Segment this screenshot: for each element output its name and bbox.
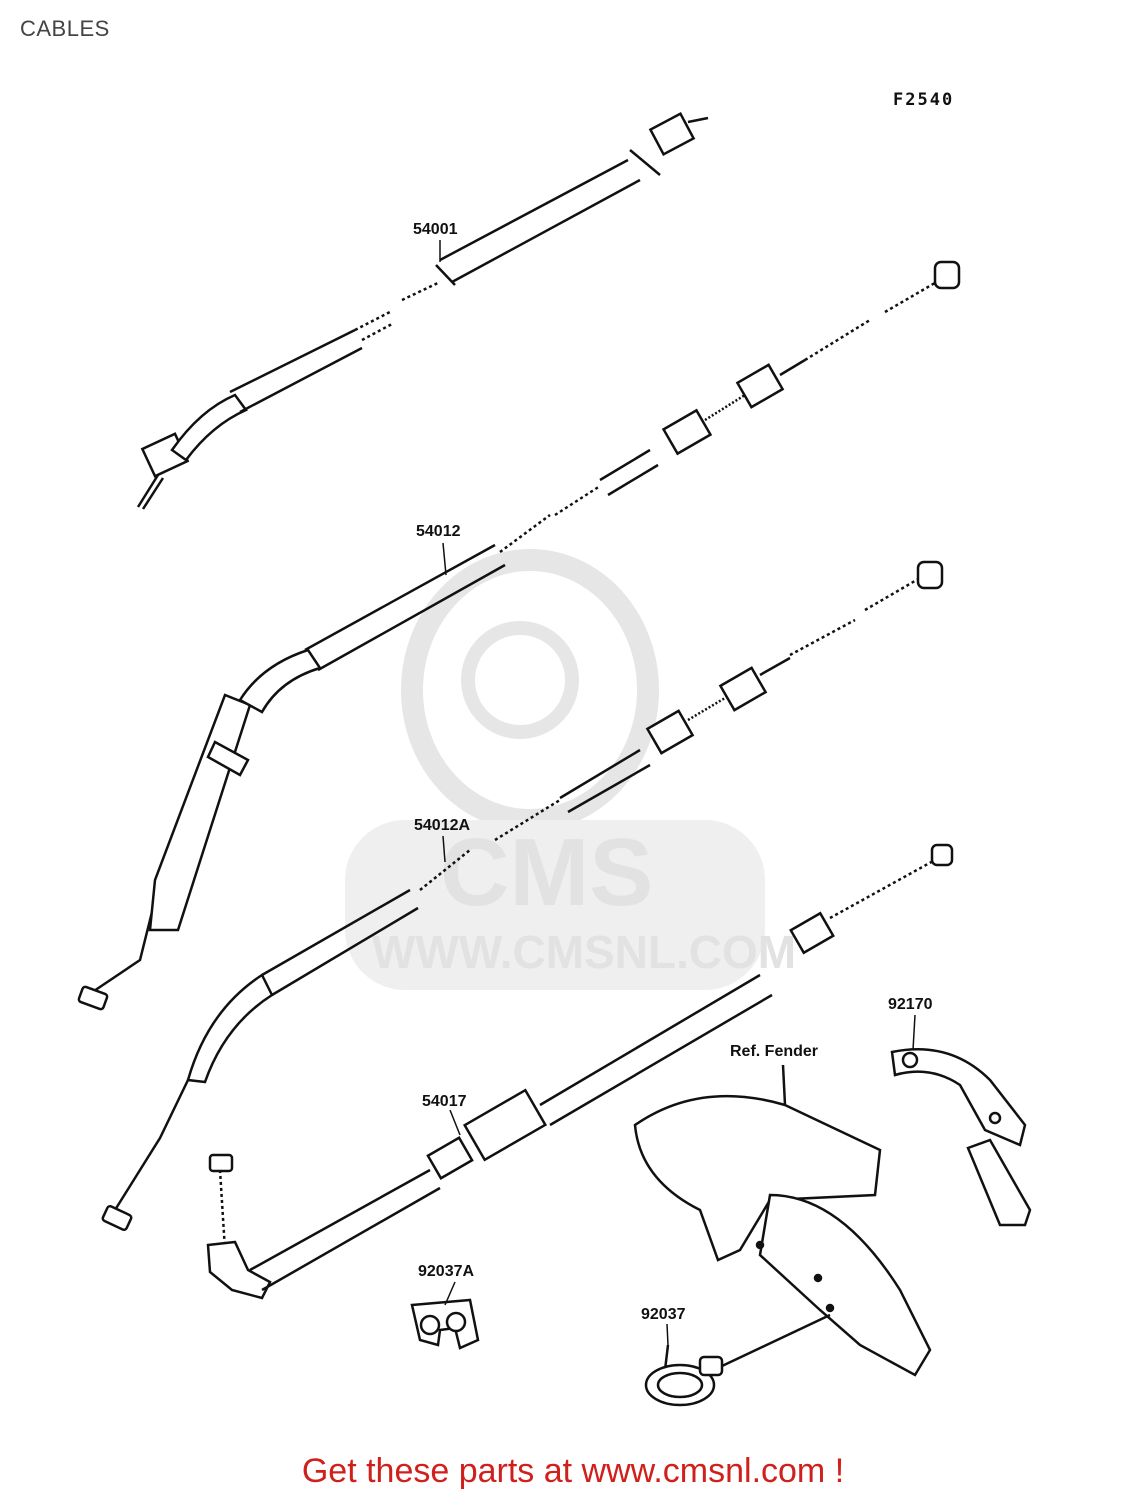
page-title: CABLES — [20, 16, 110, 41]
part-label-54001: 54001 — [413, 221, 458, 238]
part-label-54012a: 54012A — [414, 817, 471, 834]
cable-54017 — [206, 843, 954, 1300]
cable-54001 — [136, 111, 709, 510]
part-label-92170: 92170 — [888, 996, 933, 1013]
cms-watermark: CMS WWW.CMSNL.COM — [345, 549, 796, 990]
grommet-92037 — [644, 1313, 831, 1407]
leader-lines — [439, 240, 916, 1346]
part-label-54012: 54012 — [416, 523, 461, 540]
watermark-url: WWW.CMSNL.COM — [372, 926, 796, 978]
part-label-92037: 92037 — [641, 1306, 686, 1323]
cable-54012 — [77, 260, 961, 1011]
part-label-54017: 54017 — [422, 1093, 467, 1110]
footer-cta-link[interactable]: Get these parts at www.cmsnl.com ! — [301, 1452, 845, 1490]
ref-fender-label: Ref. Fender — [730, 1043, 819, 1060]
part-label-92037a: 92037A — [418, 1263, 475, 1280]
clamp-92037a — [410, 1298, 480, 1350]
front-fender — [633, 1064, 932, 1377]
watermark-brand: CMS — [440, 819, 653, 926]
bracket-92170 — [890, 1048, 1032, 1227]
cable-54012a — [101, 560, 944, 1232]
figure-code: F2540 — [893, 90, 955, 110]
